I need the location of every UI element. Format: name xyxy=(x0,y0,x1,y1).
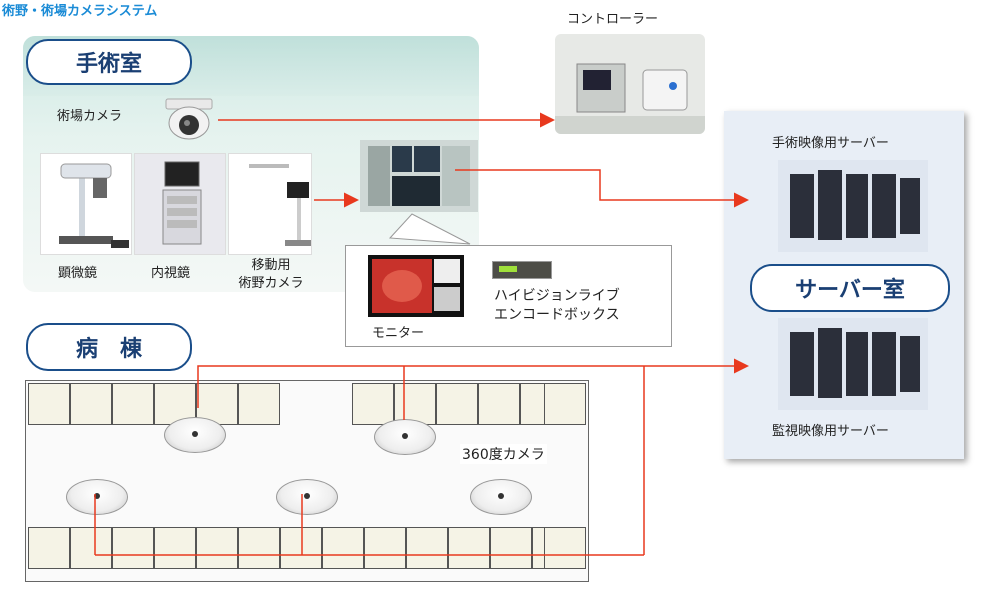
camera-360-icon xyxy=(66,479,128,515)
camera-360-icon xyxy=(374,419,436,455)
ward-room xyxy=(490,527,532,569)
ward-heading: 病 棟 xyxy=(26,323,192,371)
ward-room xyxy=(28,383,70,425)
ward-to-server-arrow xyxy=(197,358,749,408)
controller-photo xyxy=(555,34,705,134)
encoder-label: ハイビジョンライブ エンコードボックス xyxy=(494,288,620,323)
camera-360-icon xyxy=(276,479,338,515)
microscope-photo xyxy=(40,153,132,255)
ward-room xyxy=(280,527,322,569)
endoscope-photo xyxy=(134,153,226,255)
ward-room xyxy=(238,383,280,425)
ward-room xyxy=(322,527,364,569)
monitor-photo xyxy=(368,255,464,317)
device-label-microscope: 顕微鏡 xyxy=(58,266,98,281)
monitoring-server-photo xyxy=(778,318,928,410)
monitoring-server-label: 監視映像用サーバー xyxy=(772,424,889,439)
server-room-heading: サーバー室 xyxy=(750,264,950,312)
surgery-server-photo xyxy=(778,160,928,252)
camera-360-icon xyxy=(164,417,226,453)
field-camera-label: 術場カメラ xyxy=(57,109,123,124)
ward-room xyxy=(406,527,448,569)
ward-room xyxy=(364,527,406,569)
ward-room xyxy=(28,527,70,569)
equipment-rack xyxy=(360,136,478,214)
operating-room-heading: 手術室 xyxy=(26,39,192,85)
ward-room xyxy=(112,527,154,569)
camera-360-icon xyxy=(470,479,532,515)
ward-room xyxy=(196,527,238,569)
camera-360-label: 360度カメラ xyxy=(460,444,547,464)
ward-room xyxy=(394,383,436,425)
callout-pointer xyxy=(388,213,471,245)
dome-camera-icon xyxy=(162,97,216,143)
ward-room xyxy=(352,383,394,425)
ward-room xyxy=(478,383,520,425)
ward-room xyxy=(544,383,586,425)
ward-floor-plan xyxy=(25,380,589,582)
device-label-endoscope: 内視鏡 xyxy=(151,266,191,281)
ward-room xyxy=(544,527,586,569)
ward-room xyxy=(436,383,478,425)
ward-room xyxy=(448,527,490,569)
ward-room xyxy=(70,383,112,425)
ward-room xyxy=(154,527,196,569)
controller-label: コントローラー xyxy=(567,12,659,27)
surgery-server-label: 手術映像用サーバー xyxy=(772,136,889,151)
ward-room xyxy=(112,383,154,425)
mobile-camera-photo xyxy=(228,153,312,255)
ward-room xyxy=(238,527,280,569)
rack-to-server-arrow xyxy=(455,169,749,208)
page-title: 術野・術場カメラシステム xyxy=(2,4,158,19)
encoder-box-photo xyxy=(492,261,552,279)
device-label-mobile-camera: 移動用 術野カメラ xyxy=(238,258,304,291)
ward-room xyxy=(70,527,112,569)
monitor-label: モニター xyxy=(372,326,425,341)
